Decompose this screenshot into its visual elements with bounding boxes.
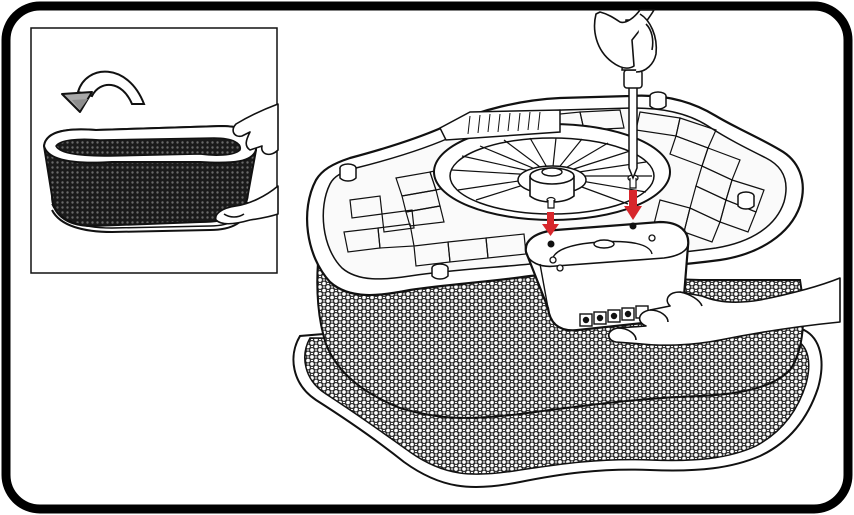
rotate-arrow-icon <box>61 70 146 113</box>
corner-posts <box>339 91 755 280</box>
main-assembly <box>292 9 841 489</box>
vent-tab <box>439 109 561 141</box>
down-arrow-icon <box>624 190 642 220</box>
screw-hole-right <box>629 222 637 230</box>
hand-top <box>593 9 658 73</box>
inset-panel <box>30 27 279 274</box>
center-hub <box>433 123 671 221</box>
basket-ribs <box>343 109 765 267</box>
inset-hands <box>214 103 279 225</box>
inset-basket <box>42 124 258 234</box>
down-arrow-icon <box>542 212 559 236</box>
motor-housing <box>524 220 690 332</box>
screw-hole-left <box>547 240 555 248</box>
hand-right <box>607 277 841 346</box>
screw-icon <box>546 196 556 209</box>
